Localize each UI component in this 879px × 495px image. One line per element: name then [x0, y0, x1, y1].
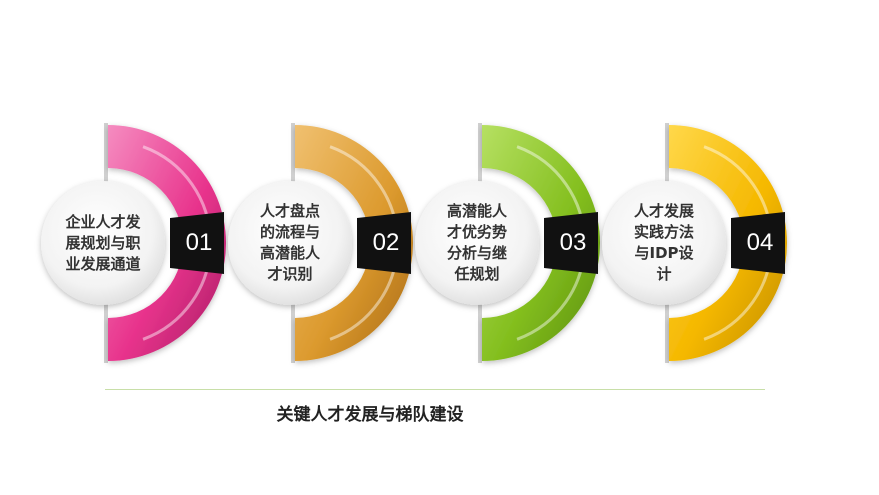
step-circle: [41, 181, 165, 305]
step-2-number: 02: [372, 229, 400, 256]
step-1: [41, 123, 226, 363]
step-number-tab: [170, 212, 224, 274]
step-arc: [108, 125, 226, 361]
step-number-tab: [357, 212, 411, 274]
step-arc: [669, 125, 787, 361]
step-circle: [602, 181, 726, 305]
step-arc: [482, 125, 600, 361]
step-number-tab: [544, 212, 598, 274]
step-number-tab: [731, 212, 785, 274]
step-2-label: 人才盘点 的流程与 高潜能人 才识别: [259, 202, 320, 283]
divider-line: [105, 389, 765, 390]
step-3: [415, 123, 600, 363]
step-circle: [415, 181, 539, 305]
step-3-label: 高潜能人 才优劣势 分析与继 任规划: [446, 202, 507, 283]
step-circle: [228, 181, 352, 305]
step-4-label: 人才发展 实践方法 与IDP设 计: [633, 202, 694, 283]
diagram-title: 关键人才发展与梯队建设: [276, 405, 464, 425]
step-4: [602, 123, 787, 363]
step-1-label: 企业人才发 展规划与职 业发展通道: [65, 212, 141, 273]
step-arc: [295, 125, 413, 361]
step-3-number: 03: [559, 229, 587, 256]
step-4-number: 04: [746, 229, 774, 256]
step-2: [228, 123, 413, 363]
step-1-number: 01: [185, 229, 213, 256]
